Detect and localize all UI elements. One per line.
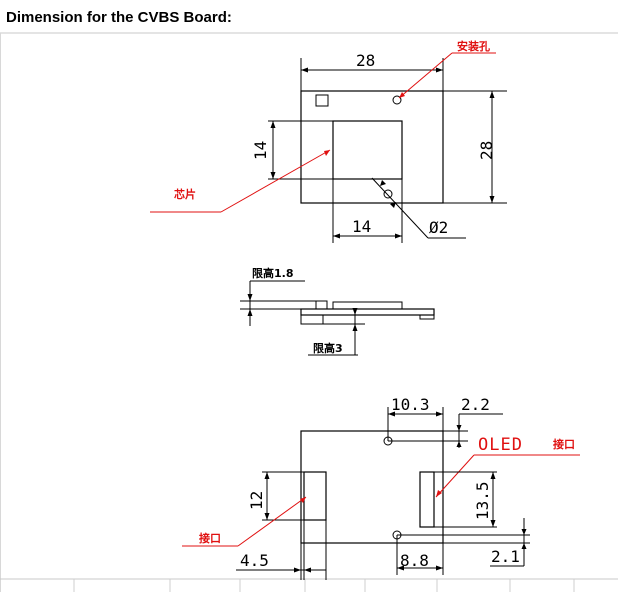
side-view-chip [332, 301, 403, 310]
side-view-bottom-pad [419, 314, 435, 320]
hole-diameter-label: Ø2 [429, 218, 448, 237]
oled-suffix-label: 接口 [553, 437, 575, 451]
sheet-column-ticks [73, 579, 575, 592]
mount-hole-bottom [383, 189, 393, 199]
connector-leader [237, 496, 307, 547]
hole-offset-x-label: 10.3 [391, 395, 430, 414]
height-limit-top-label: 限高1.8 [252, 266, 294, 280]
top-view-pin1-marker [315, 94, 329, 107]
dim-height-label: 28 [477, 141, 496, 160]
chip-leader [220, 149, 331, 213]
hole-offset-y-bottom-label: 2.1 [491, 547, 520, 566]
connector-height-label: 12 [247, 491, 266, 510]
oled-height-label: 13.5 [473, 481, 492, 520]
side-view-board [300, 308, 435, 316]
dim-width-label: 28 [356, 51, 375, 70]
mount-hole-top [392, 95, 402, 105]
height-limit-bottom-label: 限高3 [313, 341, 343, 355]
bottom-view: 10.3 2.2 OLED 接口 13.5 12 接口 [182, 395, 580, 580]
chip-label: 芯片 [174, 187, 196, 201]
mount-hole-leader [398, 52, 453, 99]
page-title: Dimension for the CVBS Board: [6, 9, 232, 26]
side-view-bottom-component [300, 314, 324, 325]
top-view: 28 28 14 14 Ø2 安装孔 芯片 [150, 39, 507, 243]
chip-outline [332, 120, 403, 180]
connector-label: 接口 [199, 531, 221, 545]
oled-connector-outline [419, 471, 435, 528]
side-view-top-component [315, 300, 328, 310]
oled-leader [435, 454, 475, 498]
dim-chip-width-label: 14 [352, 217, 371, 236]
connector-outline [303, 471, 327, 521]
top-view-board-outline [300, 90, 444, 204]
side-view: 限高1.8 限高3 [240, 266, 435, 356]
hole-offset-y-top-label: 2.2 [461, 395, 490, 414]
hole-diameter-leader [371, 177, 429, 239]
hole-spacing-label: 8.8 [400, 551, 429, 570]
oled-label: OLED [478, 435, 523, 455]
mount-hole-label: 安装孔 [457, 39, 490, 53]
dim-chip-height-label: 14 [251, 141, 270, 160]
bottom-view-board-outline [300, 430, 444, 544]
connector-offset-label: 4.5 [240, 551, 269, 570]
